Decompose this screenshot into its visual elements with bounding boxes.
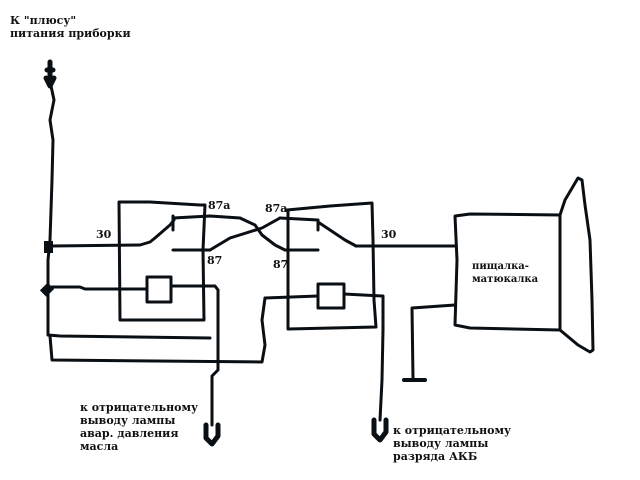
horn-body: [453, 212, 562, 332]
right-relay-contact: [278, 216, 358, 248]
left-output-label-line: выводу лампы: [80, 414, 176, 427]
left-relay-frame: [117, 200, 207, 322]
right-output-label: к отрицательному выводу лампы разряда АК…: [393, 424, 511, 463]
right-relay-pin-87: 87: [273, 258, 289, 271]
right-coil-return-wire: [48, 296, 267, 364]
cross-wire-87a-to-87: [238, 216, 287, 252]
right-output-label-line: разряда АКБ: [393, 450, 478, 463]
device-label-line: матюкалка: [472, 274, 539, 285]
device-label-line: пищалка-: [472, 261, 529, 272]
left-output-arrow-icon: [203, 422, 221, 447]
right-output-label-line: к отрицательному: [393, 424, 512, 437]
left-relay-pin30-wire: [50, 218, 176, 248]
left-relay-coil-wire: [50, 284, 220, 292]
left-relay-pin-87: 87: [207, 254, 223, 267]
left-output-label-line: к отрицательному: [80, 401, 199, 414]
device-label: пищалка- матюкалка: [472, 260, 538, 286]
left-output-label-line: авар. давления: [80, 427, 179, 440]
left-relay-coil: [145, 275, 173, 304]
cross-wire-87-to-87a: [208, 216, 282, 252]
junction-node-top: [44, 241, 53, 253]
left-relay-pin-30: 30: [96, 228, 112, 241]
right-relay-pin-87a: 87a: [265, 202, 288, 215]
supply-label: К "плюсу" питания приборки: [10, 14, 131, 40]
right-output-label-line: выводу лампы: [393, 437, 489, 450]
right-relay-frame: [285, 201, 378, 331]
supply-label-line: питания приборки: [10, 27, 131, 40]
junction-node-bottom: [39, 282, 55, 297]
right-relay-coil-wire: [263, 292, 385, 422]
left-relay-pin-87a: 87a: [208, 199, 231, 212]
right-output-arrow-icon: [371, 417, 389, 443]
supply-wire: [46, 84, 212, 340]
left-output-label-line: масла: [80, 440, 119, 453]
ground-wire: [410, 303, 457, 380]
supply-arrow-icon: [43, 59, 57, 89]
left-output-wire: [210, 288, 220, 427]
right-relay-pin-30: 30: [381, 228, 397, 241]
horn-bell: [558, 176, 595, 354]
left-output-label: к отрицательному выводу лампы авар. давл…: [80, 401, 198, 453]
supply-label-line: К "плюсу": [10, 14, 77, 27]
left-relay-contact: [171, 214, 242, 232]
right-relay-coil: [316, 282, 346, 310]
